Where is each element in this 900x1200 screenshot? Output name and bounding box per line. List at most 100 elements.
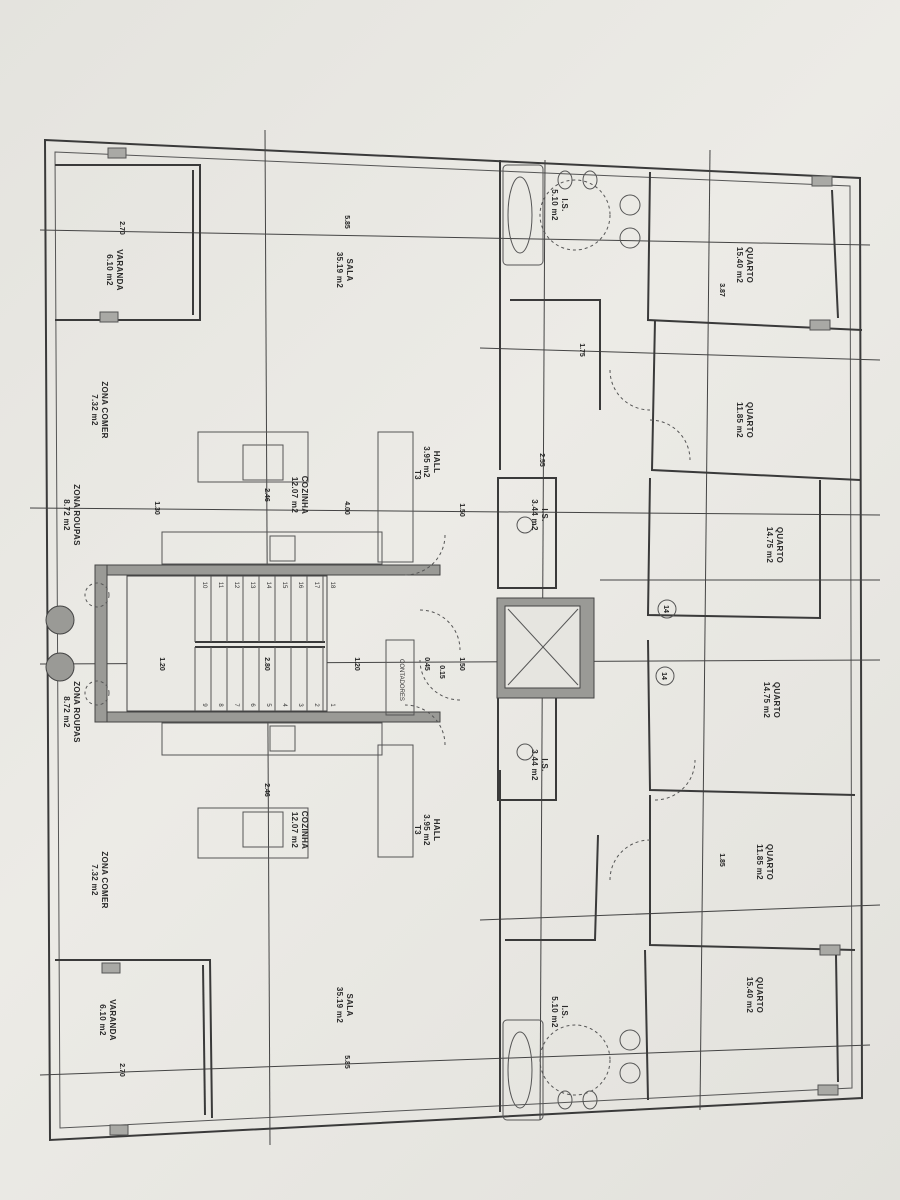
stair-step-number: 2 [313,703,319,707]
interior-walls [499,160,863,1112]
stair-step-number: 1 [329,703,335,707]
stair-step-number: 7 [233,703,239,707]
stair-step-number: 14 [265,582,271,589]
room-area: 8.72 m2 [62,499,71,531]
stair-step-number: 5 [265,703,271,707]
room-name: QUARTO [755,977,764,1013]
room-area: 6.10 m2 [105,254,114,286]
room-name: HALL [432,451,441,474]
room-area: 3.44 m2 [530,749,539,781]
door-swings [404,369,696,881]
stair-step-number: 12 [233,582,239,589]
room-area: 12.07 m2 [290,812,299,848]
dimension-label: 4.00 [343,501,350,515]
room-name: I.S. [560,198,569,211]
room-name: I.S. [560,1005,569,1018]
room-area: 3.44 m2 [530,499,539,531]
room-area: 14.75 m2 [762,682,771,718]
stair-step-number: 9 [201,703,207,707]
room-area: 3.95 m2 [422,446,431,478]
room-name: QUARTO [745,247,754,283]
meters-label: CONTADORES [398,659,404,701]
bathroom-top [502,164,641,266]
room-area: 8.72 m2 [62,696,71,728]
room-name: ZONA COMER [100,381,109,438]
room-name: VARANDA [108,999,117,1041]
varanda-top-walls [55,147,201,323]
dimension-label: 2.55 [538,453,545,467]
dimension-label: 5.85 [343,215,350,229]
room-name: I.S. [540,508,549,521]
stair-step-number: 8 [217,703,223,707]
bathroom-bottom [502,1019,641,1121]
dimension-label: 2.80 [263,657,270,671]
room-area: 6.10 m2 [98,1004,107,1036]
dimension-label: 2.46 [263,783,270,797]
stair-step-number: 16 [297,582,303,589]
room-area: 15.40 m2 [745,977,754,1013]
room-area: 5.10 m2 [550,996,559,1028]
room-name: QUARTO [765,844,774,880]
stair-step-number: 6 [249,703,255,707]
room-name: I.S. [540,758,549,771]
room-name: QUARTO [772,682,781,718]
dimension-label: 1.20 [353,657,360,671]
stair-step-number: 13 [249,582,255,589]
room-area: 11.85 m2 [735,402,744,438]
typology-label: T3 [413,470,422,480]
building-inner-outline [54,151,853,1129]
room-name: SALA [345,259,354,282]
section-marker-label: 14 [660,672,667,680]
room-area: 5.10 m2 [550,189,559,221]
room-name: SALA [345,994,354,1017]
laundry-tanks [45,582,110,706]
room-label-i-s: I.S.5.10 m2 [550,996,569,1028]
room-area: 12.07 m2 [290,477,299,513]
dimension-label: 1.20 [158,657,165,671]
elevator [496,597,595,699]
room-name: ZONA ROUPAS [72,484,81,546]
dimension-label: 5.85 [343,1055,350,1069]
room-name: HALL [432,819,441,842]
kitchen-counters [161,431,415,859]
dimension-label: 1.50 [458,503,465,517]
dimension-label: 2.70 [118,1063,125,1077]
varanda-bottom-walls [55,959,213,1136]
typology-label: T3 [413,825,422,835]
section-marker-lower: 14 [655,666,675,686]
stair-step-number: 10 [201,582,207,589]
section-marker-label: 14 [662,605,669,613]
dimension-label: 3.87 [718,283,725,297]
room-label-i-s: I.S.3.44 m2 [530,499,549,531]
room-area: 35.19 m2 [335,252,344,288]
stair-step-number: 15 [281,582,287,589]
stair-step-number: 17 [313,582,319,589]
room-area: 11.85 m2 [755,844,764,880]
room-area: 7.32 m2 [90,394,99,426]
stair-step-number: 11 [217,582,223,589]
room-name: QUARTO [745,402,754,438]
dimension-label: 1.50 [458,657,465,671]
section-marker-upper: 14 [657,599,677,619]
room-name: VARANDA [115,249,124,291]
room-name: ZONA COMER [100,851,109,908]
